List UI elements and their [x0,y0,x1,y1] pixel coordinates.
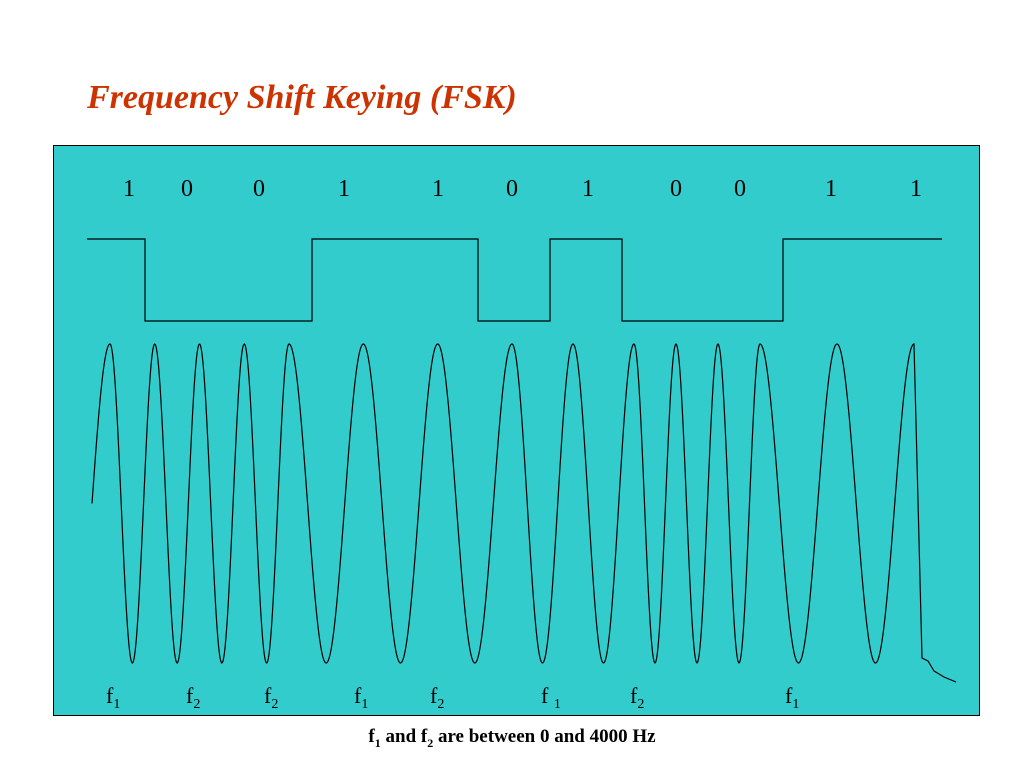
bit-label: 1 [910,176,922,202]
slide-title: Frequency Shift Keying (FSK) [87,79,517,116]
fsk-diagram-panel: 1 0 0 1 1 0 1 0 0 1 1 f1 f2 f2 f1 f2 f 1 f2 f1 [53,145,980,716]
frequency-labels: f1 f2 f2 f1 f2 f 1 f2 f1 [106,683,799,712]
frequency-label: f1 [785,683,799,712]
caption: f1 and f2 are between 0 and 4000 Hz [0,726,1024,751]
frequency-label: f2 [264,683,278,712]
bit-label: 1 [432,176,444,202]
bit-label: 0 [670,176,682,202]
bit-label: 0 [253,176,265,202]
bit-label: 0 [506,176,518,202]
bit-label: 1 [123,176,135,202]
bit-label: 1 [338,176,350,202]
digital-signal-waveform [87,238,942,322]
bit-label: 0 [734,176,746,202]
caption-text-1: f [368,726,375,747]
caption-sub-1: 1 [374,735,381,750]
frequency-label: f1 [354,683,368,712]
bit-labels: 1 0 0 1 1 0 1 0 0 1 1 [123,176,922,202]
caption-sub-2: 2 [427,735,434,750]
caption-text-2: and f [380,726,428,747]
bit-label: 0 [181,176,193,202]
frequency-label: f2 [430,683,444,712]
bit-label: 1 [825,176,837,202]
frequency-label: f1 [106,683,120,712]
frequency-label: f 1 [541,683,561,712]
caption-text-3: are between 0 and 4000 Hz [433,726,656,747]
frequency-label: f2 [186,683,200,712]
fsk-modulated-waveform [91,343,957,683]
bit-label: 1 [582,176,594,202]
frequency-label: f2 [630,683,644,712]
fsk-diagram: 1 0 0 1 1 0 1 0 0 1 1 f1 f2 f2 f1 f2 f 1 f2 f1 [87,176,957,712]
